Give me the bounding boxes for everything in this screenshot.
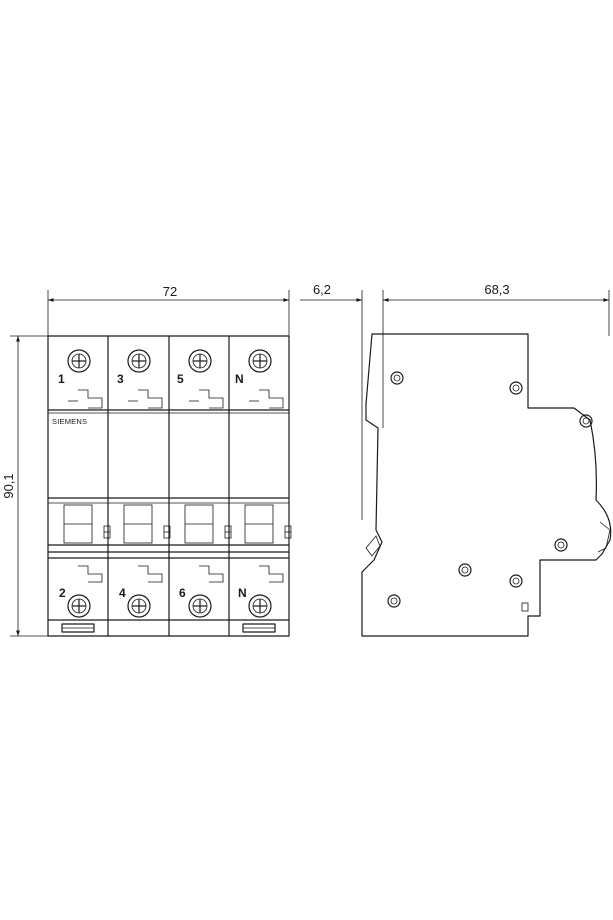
width-label: 72: [163, 284, 177, 299]
wire-clip: [78, 565, 103, 583]
mount-hole-7: [387, 594, 401, 608]
brand-label: SIEMENS: [52, 417, 87, 426]
front-view: 72 90,1 SIEMENS: [1, 284, 292, 637]
terminal-top-2: 3: [117, 372, 124, 386]
terminal-bottom-4: N: [238, 586, 247, 600]
mount-hole-6: [509, 574, 523, 588]
terminal-screw-icon: [67, 349, 91, 373]
wire-clip: [259, 389, 284, 409]
terminal-screw-icon: [248, 594, 272, 618]
height-dimension: 90,1: [1, 335, 50, 637]
depth-label: 68,3: [484, 282, 509, 297]
wire-clip: [138, 565, 163, 583]
mount-hole-5: [458, 563, 472, 577]
rail-clip: [365, 535, 381, 557]
terminal-screw-icon: [127, 349, 151, 373]
wire-clip: [78, 389, 103, 409]
pole-details: [61, 349, 292, 633]
width-dimension: 72: [47, 284, 290, 340]
terminal-screw-icon: [188, 349, 212, 373]
side-notch: [521, 602, 529, 612]
terminal-bottom-3: 6: [179, 586, 186, 600]
mount-hole-1: [390, 371, 404, 385]
terminal-screw-icon: [248, 349, 272, 373]
terminal-screw-icon: [127, 594, 151, 618]
mount-hole-4: [554, 538, 568, 552]
offset-label: 6,2: [313, 282, 331, 297]
depth-dimensions: 6,2 68,3: [300, 282, 610, 520]
terminal-top-1: 1: [58, 372, 65, 386]
terminal-bottom-1: 2: [59, 586, 66, 600]
wire-clip: [199, 389, 224, 409]
terminal-top-3: 5: [177, 372, 184, 386]
terminal-top-4: N: [235, 372, 244, 386]
wire-clip: [199, 565, 224, 583]
terminal-screw-icon: [188, 594, 212, 618]
side-view: 6,2 68,3: [300, 282, 612, 637]
mount-hole-2: [509, 381, 523, 395]
wire-clip: [259, 565, 284, 583]
breaker-body: [47, 335, 290, 637]
lever-detail: [597, 521, 611, 553]
wire-clip: [138, 389, 163, 409]
height-label: 90,1: [1, 473, 16, 498]
terminal-bottom-2: 4: [119, 586, 126, 600]
terminal-screw-icon: [67, 594, 91, 618]
side-profile: [361, 333, 612, 637]
